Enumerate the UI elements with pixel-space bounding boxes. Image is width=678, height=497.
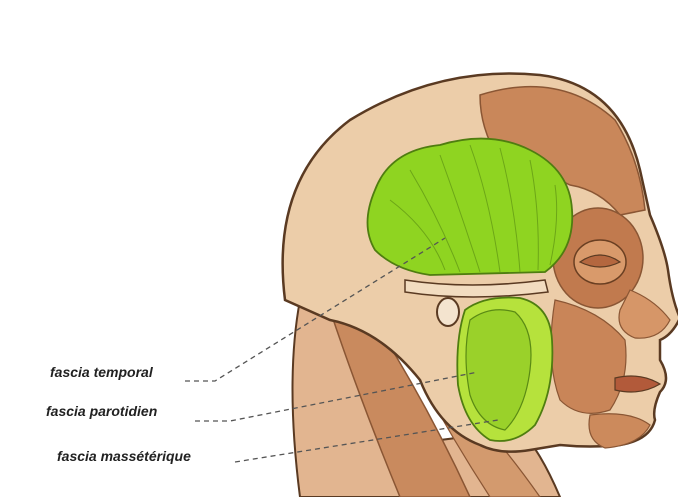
temporal-fascia <box>366 137 574 276</box>
mouth <box>614 375 662 393</box>
parotid-fascia <box>465 309 532 431</box>
zygomatic-arch <box>404 279 549 298</box>
leader-lines <box>185 237 499 463</box>
ear-canal <box>436 297 460 327</box>
leader-line-temporal <box>185 237 446 382</box>
label-fascia-parotidien: fascia parotidien <box>46 403 158 419</box>
eye-lid <box>578 254 622 268</box>
neck-muscle <box>328 308 471 497</box>
leader-line-parotid <box>195 371 479 422</box>
nose-muscle <box>618 289 671 339</box>
chin-muscle <box>588 413 651 449</box>
temporal-fascia-fibers <box>389 144 558 273</box>
label-fascia-temporal: fascia temporal <box>50 364 153 380</box>
label-fascia-masseterique: fascia massétérique <box>57 448 191 464</box>
